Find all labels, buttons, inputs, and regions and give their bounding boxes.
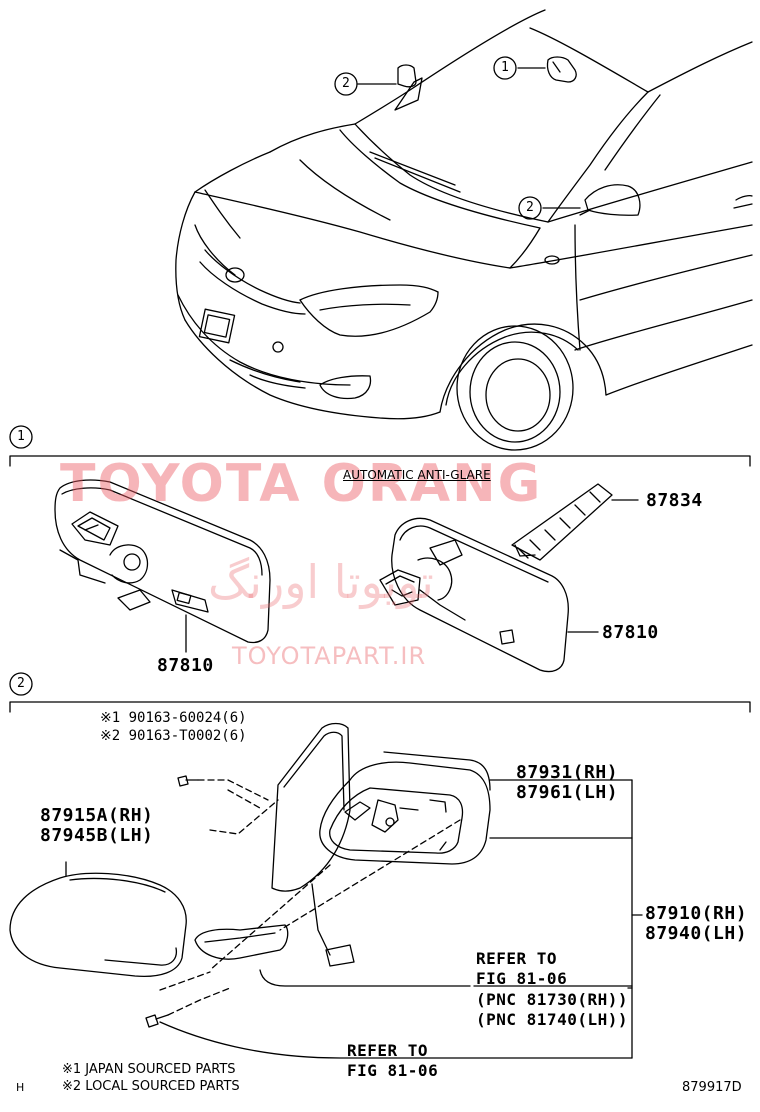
bolt-1-label: ※1 90163-60024(6): [100, 710, 247, 726]
section-2-leaders: [65, 779, 643, 1059]
callout-2a-label: 2: [342, 76, 350, 91]
part-87834-label: 87834: [646, 490, 703, 511]
outer-mirror-cover-drawing: [9, 872, 187, 978]
refer-a-line-1: REFER TO: [476, 949, 558, 968]
inner-mirror-right-drawing: [379, 483, 639, 673]
section-1-marker: 1: [17, 429, 25, 444]
figure-id: 879917D: [682, 1080, 742, 1095]
refer-a-line-3: (PNC 81730(RH)): [476, 990, 628, 1009]
bolt-lower-drawing: [145, 1014, 169, 1028]
section-1-bracket: [9, 455, 751, 467]
cover-lh-label: 87945B(LH): [40, 825, 154, 846]
refer-b-line-1: REFER TO: [347, 1041, 429, 1060]
watermark-persian: تويوتا اورنگ: [208, 555, 434, 609]
housing-rh-label: 87931(RH): [516, 762, 619, 783]
refer-b-line-2: FIG 81-06: [347, 1061, 439, 1080]
section-2-circle: [9, 672, 33, 696]
cover-rh-label: 87915A(RH): [40, 805, 154, 826]
assy-lh-label: 87940(LH): [645, 923, 748, 944]
inner-mirror-left-drawing: [54, 479, 271, 653]
bolt-2-label: ※2 90163-T0002(6): [100, 728, 247, 744]
section-1-subtitle: AUTOMATIC ANTI-GLARE: [343, 468, 491, 482]
housing-lh-label: 87961(LH): [516, 782, 619, 803]
assy-rh-label: 87910(RH): [645, 903, 748, 924]
callout-2b-label: 2: [526, 200, 534, 215]
callout-1-label: 1: [501, 60, 509, 75]
car-illustration: [175, 9, 753, 451]
outer-mirror-glass-drawing: [271, 722, 355, 967]
section-2-marker: 2: [17, 676, 25, 691]
watermark-url: TOYOTAPART.IR: [232, 642, 427, 670]
assembly-dashed-lines: [159, 779, 461, 1016]
refer-a-line-4: (PNC 81740(LH)): [476, 1010, 628, 1029]
callout-circle-1: [493, 56, 517, 80]
part-87810-left-label: 87810: [157, 655, 214, 676]
section-1-circle: [9, 425, 33, 449]
section-2-bracket: [9, 701, 751, 713]
corner-mark: H: [16, 1081, 25, 1094]
footnote-local: ※2 LOCAL SOURCED PARTS: [62, 1079, 240, 1094]
footnote-japan: ※1 JAPAN SOURCED PARTS: [62, 1062, 236, 1077]
callout-circle-2a: [334, 72, 358, 96]
callout-circle-2b: [518, 196, 542, 220]
turn-signal-drawing: [194, 924, 289, 960]
part-87810-right-label: 87810: [602, 622, 659, 643]
refer-a-line-2: FIG 81-06: [476, 969, 568, 988]
bolt-upper-drawing: [177, 775, 199, 787]
outer-mirror-housing-drawing: [319, 751, 491, 865]
watermark-title: TOYOTA ORANG: [60, 454, 543, 514]
